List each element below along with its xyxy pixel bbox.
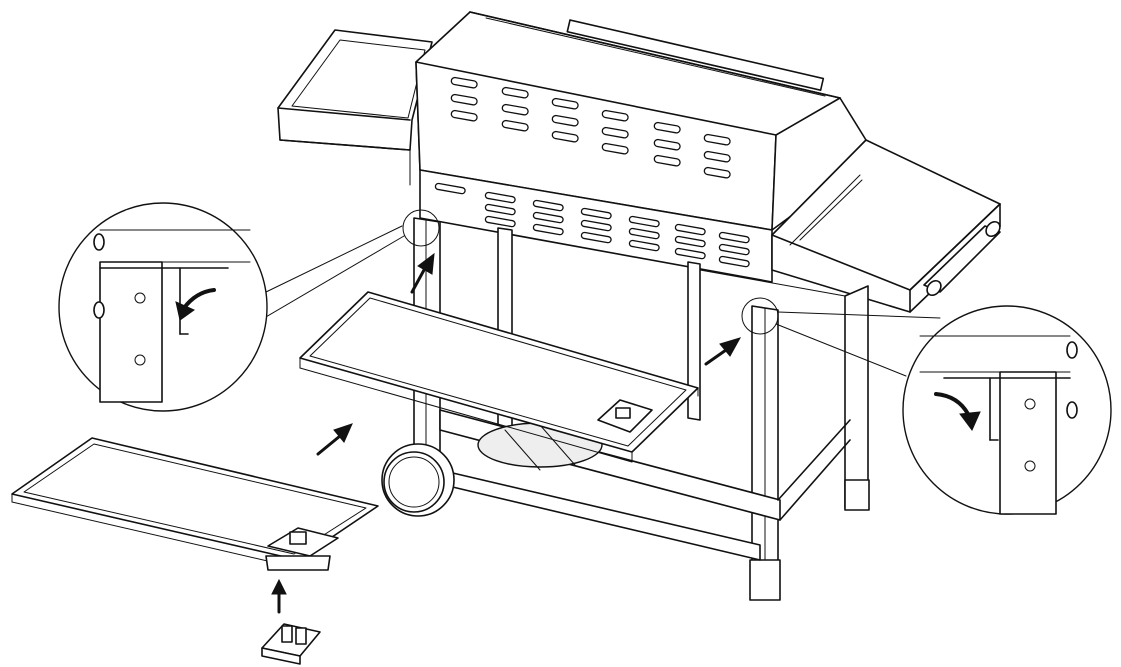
lid-vents [450,76,731,179]
right-side-shelf [771,139,1001,313]
grease-cup [261,623,321,665]
firebox-panel [419,169,773,283]
left-detail-callout [58,202,440,412]
grease-tray-loose [11,437,379,571]
curved-arrow-icon [934,392,981,431]
right-detail-bracket [919,335,1078,515]
grease-tray-installed [299,291,699,463]
diagonal-arrow-icon [410,252,435,294]
diagonal-arrow-icon [316,423,353,456]
left-side-shelf [277,29,433,186]
grill-cart [277,11,1001,601]
right-detail-callout [741,297,1112,515]
diagonal-arrow-icon [704,337,742,366]
up-arrow-icon [271,578,287,614]
cart-wheel [381,443,455,517]
left-detail-bracket [93,229,251,403]
curved-arrow-icon [175,288,216,321]
